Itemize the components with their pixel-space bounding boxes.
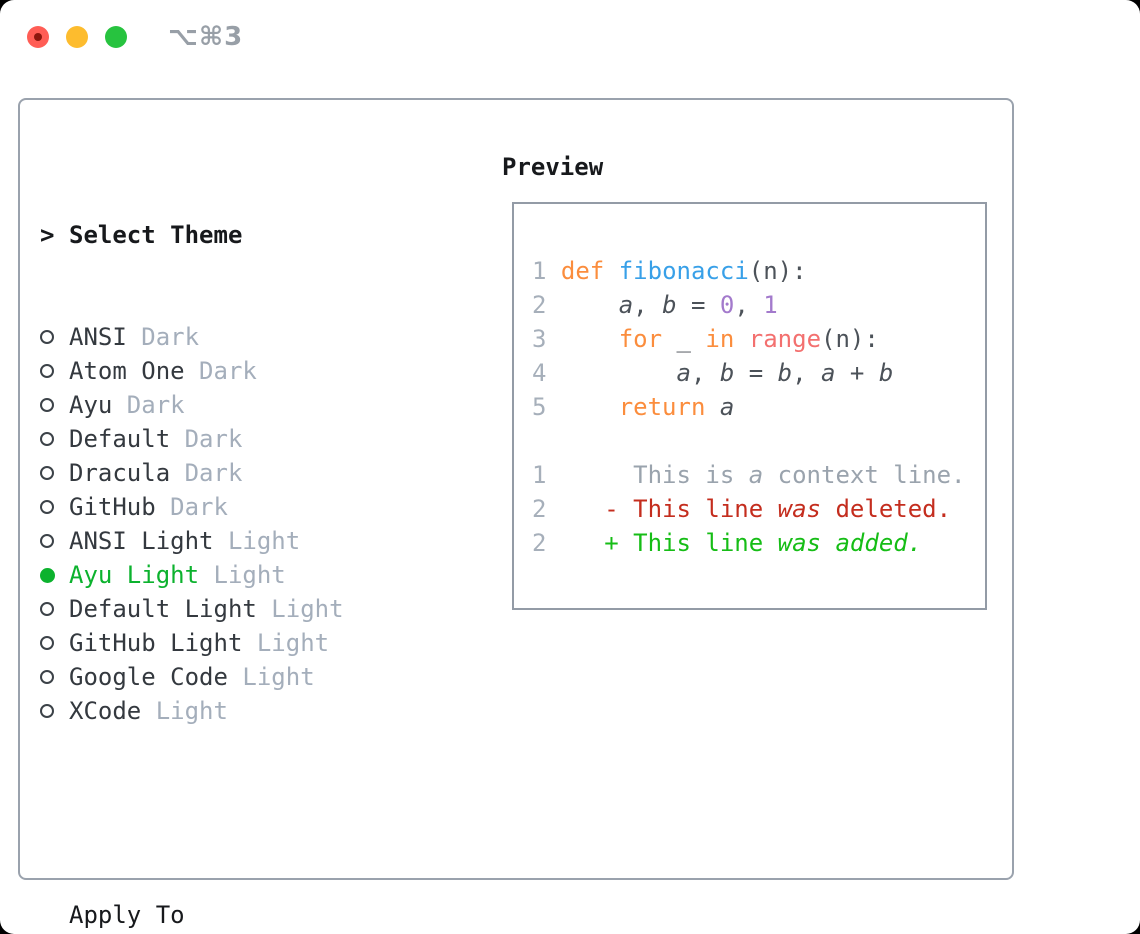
item-label: Ayu — [69, 391, 113, 419]
unsaved-changes-dot-icon — [34, 33, 42, 41]
code-preview: 1 def fibonacci(n): 2 a, b = 0, 1 3 for _ … — [532, 254, 966, 560]
apply-to-header: Apply To — [69, 901, 185, 929]
zoom-button[interactable] — [105, 26, 127, 48]
radio-icon — [40, 704, 54, 718]
item-variant-label: Dark — [126, 323, 200, 351]
radio-icon — [40, 602, 54, 616]
radio-icon — [40, 364, 54, 378]
item-label: Ayu Light — [69, 561, 200, 589]
preview-box: 1 def fibonacci(n): 2 a, b = 0, 1 3 for _ … — [512, 202, 987, 610]
radio-icon — [40, 330, 54, 344]
item-label: XCode — [69, 697, 142, 725]
radio-icon — [40, 534, 54, 548]
list-item-default-light[interactable]: Default Light Light — [40, 592, 445, 626]
list-item-google-code[interactable]: Google Code Light — [40, 660, 445, 694]
code-line: 2 - This line was deleted. — [532, 495, 952, 523]
item-label: GitHub — [69, 493, 156, 521]
spacer — [40, 796, 445, 830]
item-variant-label: Dark — [170, 425, 243, 453]
code-line: 1 This is a context line. — [532, 461, 966, 489]
code-line: 4 a, b = b, a + b — [532, 359, 894, 387]
list-item-atom-one[interactable]: Atom One Dark — [40, 354, 445, 388]
radio-icon — [40, 432, 54, 446]
minimize-button[interactable] — [66, 26, 88, 48]
code-line: 2 + This line was added. — [532, 529, 923, 557]
radio-icon — [40, 500, 54, 514]
item-variant-label: Dark — [184, 357, 257, 385]
list-item-dracula[interactable]: Dracula Dark — [40, 456, 445, 490]
item-variant-label: Light — [141, 697, 228, 725]
list-item-ansi[interactable]: ANSI Dark — [40, 320, 445, 354]
item-variant-label: Light — [256, 595, 344, 623]
list-item-github[interactable]: GitHub Dark — [40, 490, 445, 524]
preview-header: Preview — [502, 153, 604, 181]
list-item-ayu[interactable]: Ayu Dark — [40, 388, 445, 422]
item-label: GitHub Light — [69, 629, 243, 657]
code-line: 3 for _ in range(n): — [532, 325, 879, 353]
radio-icon — [40, 398, 54, 412]
item-variant-label: Dark — [170, 459, 243, 487]
radio-selected-icon — [40, 567, 55, 583]
close-button[interactable] — [27, 26, 49, 48]
item-label: Dracula — [69, 459, 171, 487]
radio-icon — [40, 466, 54, 480]
item-variant-label: Light — [199, 561, 286, 589]
item-label: Google Code — [69, 663, 228, 691]
radio-icon — [40, 670, 54, 684]
item-variant-label: Light — [213, 527, 301, 555]
list-item-ansi-light[interactable]: ANSI Light Light — [40, 524, 445, 558]
item-variant-label: Light — [227, 663, 315, 691]
radio-icon — [40, 636, 54, 650]
item-variant-label: Dark — [112, 391, 185, 419]
list-item-default[interactable]: Default Dark — [40, 422, 445, 456]
code-line: 5 return a — [532, 393, 735, 421]
list-item-github-light[interactable]: GitHub Light Light — [40, 626, 445, 660]
item-label: Atom One — [69, 357, 185, 385]
item-label: Default Light — [69, 595, 257, 623]
item-label: ANSI — [69, 323, 127, 351]
select-theme-header-row: > Select Theme — [40, 218, 445, 252]
window-title: ⌥⌘3 — [168, 22, 244, 52]
item-label: Default — [69, 425, 171, 453]
item-label: ANSI Light — [69, 527, 214, 555]
code-line — [532, 424, 966, 458]
apply-to-header-row: Apply To — [40, 898, 445, 932]
item-variant-label: Dark — [155, 493, 228, 521]
focus-caret-icon: > — [40, 221, 55, 249]
code-line: 1 def fibonacci(n): — [532, 257, 807, 285]
list-item-xcode[interactable]: XCode Light — [40, 694, 445, 728]
list-item-ayu-light[interactable]: Ayu Light Light — [40, 558, 445, 592]
titlebar: ⌥⌘3 — [0, 0, 1140, 75]
item-variant-label: Light — [242, 629, 330, 657]
code-line: 2 a, b = 0, 1 — [532, 291, 778, 319]
select-theme-header: Select Theme — [69, 221, 243, 249]
